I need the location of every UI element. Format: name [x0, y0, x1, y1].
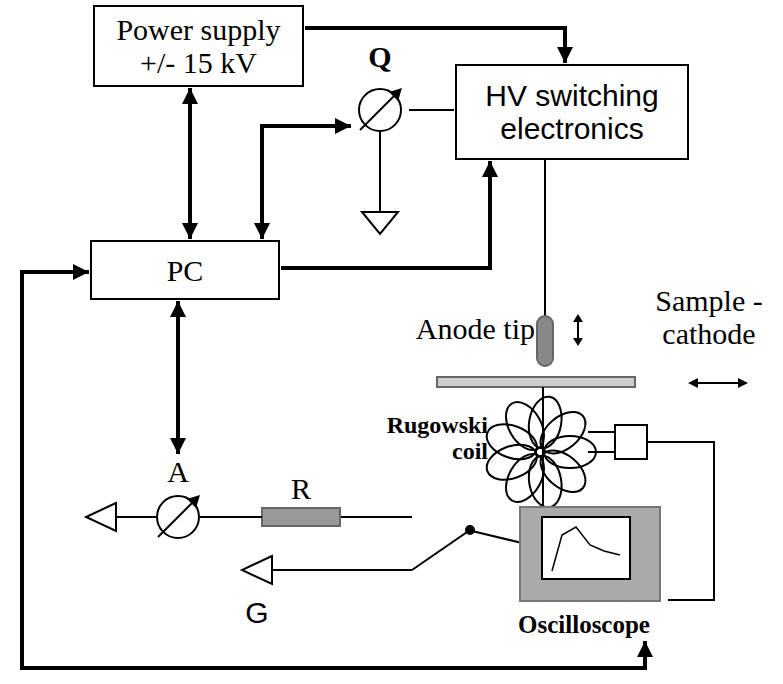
anode-tip [537, 316, 553, 366]
motion-arrow [694, 382, 742, 384]
scope-body [498, 505, 670, 605]
resistor-symbol [262, 508, 340, 526]
component-label: R [288, 472, 314, 505]
connector-arrow [176, 301, 180, 454]
coil-winding [525, 453, 566, 510]
ammeter: A [150, 455, 206, 541]
connector-arrow [305, 28, 565, 63]
integrator-box [615, 425, 647, 459]
pc-box: PC [90, 240, 280, 300]
ground-wire [379, 132, 381, 212]
part-label: Rugowski coil [380, 412, 488, 465]
power-supply-box: Power supply +/- 15 kV [93, 5, 304, 87]
oscilloscope: Oscilloscope [498, 505, 670, 640]
connector-arrow [188, 88, 192, 239]
meter-wire [116, 516, 156, 518]
connector-arrow [262, 126, 351, 239]
node-label: PC [167, 254, 204, 287]
resistor-wire [340, 516, 412, 518]
ground-symbol [362, 212, 398, 234]
ground-wire [272, 569, 412, 571]
ground-symbol [242, 556, 272, 584]
node-label: Power supply +/- 15 kV [103, 13, 294, 79]
meter-wire [200, 516, 262, 518]
hv-switch-box: HV switching electronics [455, 64, 689, 160]
connector-arrow [281, 161, 490, 268]
connector-arrow [22, 272, 645, 668]
node-label: A [150, 455, 206, 488]
sample-plate [437, 377, 635, 387]
charge-meter: Q [352, 40, 408, 134]
terminal-label: G [242, 596, 272, 629]
part-label: Sample - cathode [640, 284, 778, 350]
coil-winding [544, 436, 596, 468]
node-label: Q [352, 40, 408, 73]
ground-symbol [86, 503, 116, 531]
switch-blade [412, 530, 470, 570]
switch-pivot [466, 526, 474, 534]
hv-lead [544, 160, 546, 318]
node-label: Oscilloscope [498, 611, 670, 639]
rogowski-coil [482, 394, 596, 510]
node-label: HV switching electronics [465, 79, 679, 145]
coil-winding [533, 404, 593, 462]
coil-winding [525, 394, 566, 451]
connector-arrow [409, 109, 454, 111]
part-label: Anode tip [385, 312, 535, 345]
